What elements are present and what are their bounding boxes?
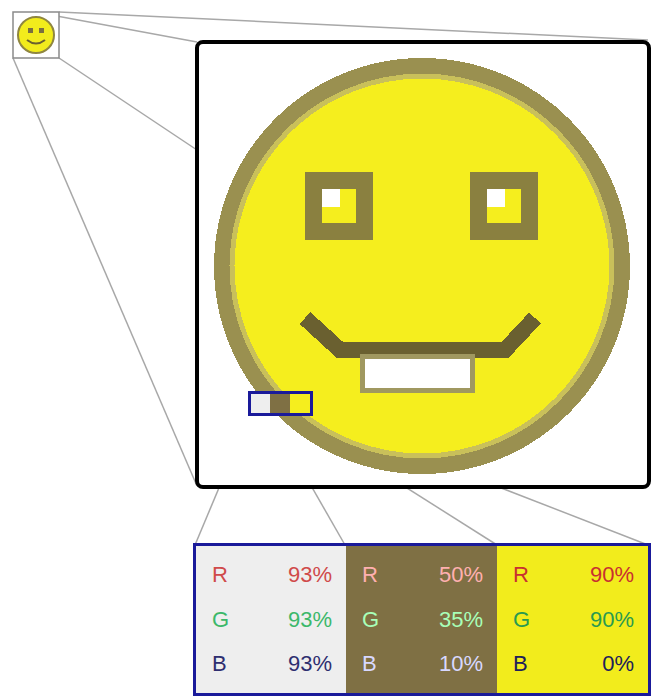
channel-letter: R — [362, 564, 378, 586]
pixel-value-cell: R 50% G 35% B 10% — [346, 546, 497, 693]
channel-value: 10% — [439, 653, 483, 675]
channel-letter: G — [513, 609, 530, 631]
channel-row: G 90% — [513, 609, 634, 631]
channel-value: 93% — [288, 653, 332, 675]
pixel-value-cell: R 90% G 90% B 0% — [497, 546, 648, 693]
zoom-frame — [197, 42, 649, 487]
channel-value: 35% — [439, 609, 483, 631]
pixel-value-cell: R 93% G 93% B 93% — [196, 546, 346, 693]
channel-row: B 10% — [362, 653, 483, 675]
small-icon — [13, 12, 59, 58]
channel-row: B 93% — [212, 653, 332, 675]
channel-letter: R — [513, 564, 529, 586]
channel-value: 90% — [590, 609, 634, 631]
channel-row: B 0% — [513, 653, 634, 675]
channel-letter: G — [212, 609, 229, 631]
channel-value: 0% — [602, 653, 634, 675]
channel-row: R 50% — [362, 564, 483, 586]
channel-row: R 90% — [513, 564, 634, 586]
channel-value: 50% — [439, 564, 483, 586]
channel-letter: B — [212, 653, 227, 675]
zoom-leader-lines — [13, 12, 648, 545]
channel-row: G 35% — [362, 609, 483, 631]
channel-letter: G — [362, 609, 379, 631]
channel-row: R 93% — [212, 564, 332, 586]
pixel-values-panel — [195, 545, 650, 695]
channel-letter: B — [362, 653, 377, 675]
channel-row: G 93% — [212, 609, 332, 631]
channel-value: 90% — [590, 564, 634, 586]
channel-letter: R — [212, 564, 228, 586]
channel-letter: B — [513, 653, 528, 675]
pixel-smiley — [222, 66, 622, 466]
channel-value: 93% — [288, 609, 332, 631]
channel-value: 93% — [288, 564, 332, 586]
